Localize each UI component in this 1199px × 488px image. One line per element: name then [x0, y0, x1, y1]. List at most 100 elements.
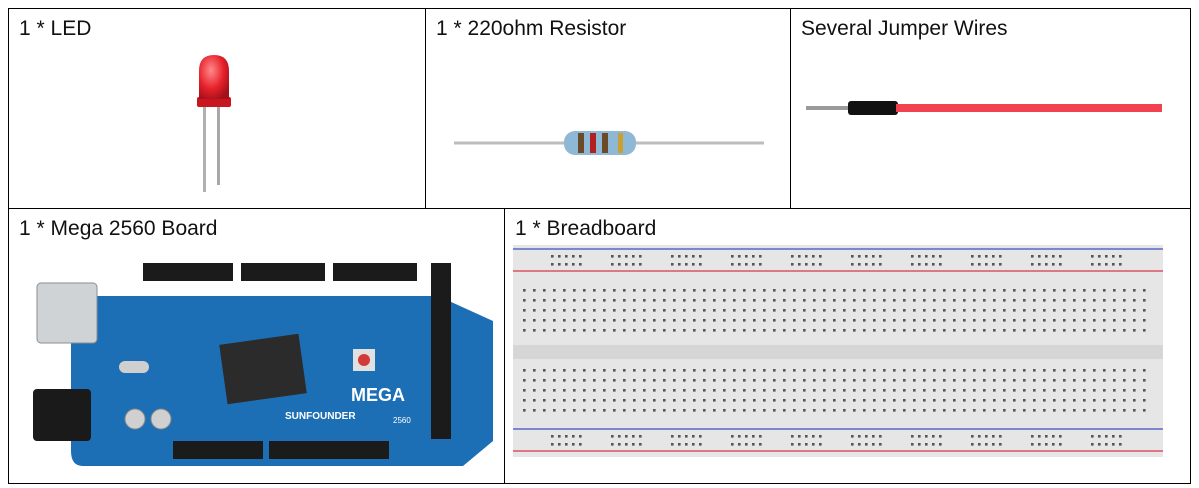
breadboard-hole: [633, 389, 636, 392]
breadboard-hole: [803, 299, 806, 302]
breadboard-hole: [1113, 369, 1116, 372]
breadboard-hole: [593, 409, 596, 412]
breadboard-hole: [653, 389, 656, 392]
breadboard-hole: [773, 309, 776, 312]
breadboard-hole: [1023, 369, 1026, 372]
breadboard-hole: [1033, 299, 1036, 302]
breadboard-hole: [743, 399, 746, 402]
breadboard-hole: [913, 379, 916, 382]
breadboard-hole: [783, 319, 786, 322]
breadboard-hole: [773, 299, 776, 302]
breadboard-hole: [583, 379, 586, 382]
breadboard-hole: [693, 289, 696, 292]
breadboard-hole: [1112, 255, 1115, 258]
breadboard-hole: [918, 255, 921, 258]
breadboard-hole: [673, 409, 676, 412]
breadboard-hole: [932, 263, 935, 266]
breadboard-hole: [933, 299, 936, 302]
breadboard-hole: [865, 263, 868, 266]
breadboard-hole: [523, 299, 526, 302]
breadboard-hole: [543, 409, 546, 412]
breadboard-hole: [1043, 289, 1046, 292]
breadboard-hole: [738, 435, 741, 438]
breadboard-hole: [773, 379, 776, 382]
breadboard-hole: [853, 329, 856, 332]
breadboard-hole: [883, 289, 886, 292]
breadboard-hole: [932, 443, 935, 446]
breadboard-hole: [773, 329, 776, 332]
breadboard-hole: [1063, 299, 1066, 302]
breadboard-hole: [558, 443, 561, 446]
breadboard-hole: [973, 309, 976, 312]
breadboard-hole: [543, 319, 546, 322]
breadboard-hole: [923, 389, 926, 392]
breadboard-hole: [572, 435, 575, 438]
breadboard-hole: [673, 319, 676, 322]
breadboard-hole: [813, 379, 816, 382]
breadboard-hole: [653, 379, 656, 382]
breadboard-hole: [1113, 389, 1116, 392]
breadboard-hole: [918, 263, 921, 266]
breadboard-hole: [551, 255, 554, 258]
resistor-image: [454, 131, 764, 155]
breadboard-hole: [903, 299, 906, 302]
breadboard-hole: [743, 369, 746, 372]
breadboard-hole: [611, 443, 614, 446]
breadboard-hole: [993, 329, 996, 332]
breadboard-hole: [633, 319, 636, 322]
breadboard-hole: [943, 389, 946, 392]
breadboard-hole: [572, 255, 575, 258]
breadboard-hole: [573, 399, 576, 402]
breadboard-hole: [733, 399, 736, 402]
breadboard-hole: [973, 379, 976, 382]
breadboard-hole: [753, 299, 756, 302]
breadboard-hole: [993, 319, 996, 322]
breadboard-hole: [1033, 329, 1036, 332]
breadboard-hole: [573, 299, 576, 302]
breadboard-hole: [543, 399, 546, 402]
breadboard-hole: [925, 263, 928, 266]
breadboard-hole: [873, 299, 876, 302]
breadboard-hole: [699, 435, 702, 438]
breadboard-hole: [603, 379, 606, 382]
breadboard-hole: [643, 329, 646, 332]
breadboard-hole: [678, 263, 681, 266]
breadboard-hole: [1083, 319, 1086, 322]
breadboard-hole: [533, 369, 536, 372]
breadboard-hole: [1143, 299, 1146, 302]
breadboard-hole: [1023, 319, 1026, 322]
breadboard-hole: [563, 389, 566, 392]
breadboard-hole: [793, 389, 796, 392]
breadboard-hole: [813, 369, 816, 372]
breadboard-hole: [893, 289, 896, 292]
breadboard-hole: [565, 435, 568, 438]
breadboard-hole: [1063, 399, 1066, 402]
breadboard-hole: [993, 289, 996, 292]
breadboard-hole: [1043, 389, 1046, 392]
breadboard-hole: [753, 309, 756, 312]
breadboard-hole: [918, 435, 921, 438]
breadboard-hole: [1073, 299, 1076, 302]
breadboard-hole: [563, 329, 566, 332]
breadboard-hole: [753, 379, 756, 382]
breadboard-hole: [723, 309, 726, 312]
breadboard-hole: [903, 289, 906, 292]
breadboard-hole: [1033, 309, 1036, 312]
breadboard-hole: [865, 435, 868, 438]
breadboard-hole: [803, 319, 806, 322]
breadboard-hole: [893, 309, 896, 312]
breadboard-hole: [1133, 289, 1136, 292]
breadboard-hole: [1112, 435, 1115, 438]
breadboard-hole: [759, 435, 762, 438]
breadboard-hole: [625, 255, 628, 258]
jumper-wires-label: Several Jumper Wires: [801, 17, 1008, 40]
breadboard-hole: [985, 263, 988, 266]
breadboard-hole: [625, 443, 628, 446]
breadboard-hole: [1083, 289, 1086, 292]
breadboard-hole: [853, 399, 856, 402]
breadboard-hole: [583, 329, 586, 332]
breadboard-hole: [963, 409, 966, 412]
breadboard-hole: [613, 399, 616, 402]
breadboard-hole: [1123, 329, 1126, 332]
led-label: 1 * LED: [19, 17, 92, 40]
